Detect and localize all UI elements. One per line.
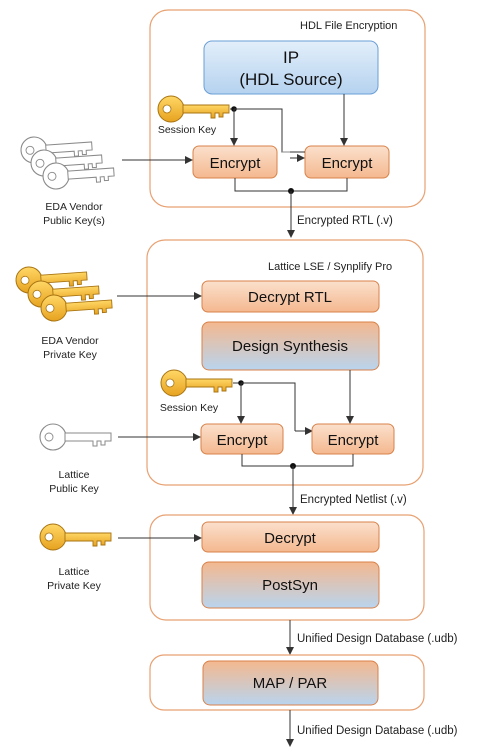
hdl-encryption-title: HDL File Encryption (300, 20, 397, 32)
decrypt-rtl-box (201, 280, 380, 313)
encrypt-label-3: Encrypt (217, 432, 269, 449)
lattice-public-key-icon (39, 423, 112, 451)
map-par-label: MAP / PAR (253, 675, 328, 692)
udb-label-2: Unified Design Database (.udb) (297, 725, 458, 737)
lattice-public-label-2: Public Key (49, 483, 99, 495)
session-key-label-1: Session Key (158, 124, 217, 136)
encrypt-label-4: Encrypt (328, 432, 380, 449)
decrypt-label: Decrypt (264, 530, 317, 547)
encrypt-label-1: Encrypt (210, 155, 262, 172)
udb-label-1: Unified Design Database (.udb) (297, 633, 458, 645)
eda-vendor-public-keys-icon (19, 132, 116, 191)
eda-private-label-1: EDA Vendor (41, 335, 99, 347)
design-synthesis-box (201, 321, 380, 371)
eda-public-label-2: Public Key(s) (43, 215, 105, 227)
eda-private-label-2: Private Key (43, 349, 97, 361)
ip-label: IP (283, 48, 299, 67)
eda-vendor-private-keys-icon (14, 262, 114, 323)
lattice-private-label-2: Private Key (47, 580, 101, 592)
lattice-private-label-1: Lattice (59, 566, 90, 578)
design-synthesis-label: Design Synthesis (232, 338, 348, 355)
lattice-lse-title: Lattice LSE / Synplify Pro (268, 261, 392, 273)
decrypt-box (201, 521, 380, 553)
ip-hdl-source-box (203, 40, 379, 95)
postsyn-box (201, 561, 380, 609)
eda-public-label-1: EDA Vendor (45, 201, 103, 213)
encrypt-label-2: Encrypt (322, 155, 374, 172)
lattice-private-key-icon (39, 523, 112, 551)
encrypted-rtl-label: Encrypted RTL (.v) (297, 215, 393, 227)
lattice-public-label-1: Lattice (59, 469, 90, 481)
decrypt-rtl-label: Decrypt RTL (248, 289, 332, 306)
session-key-label-2: Session Key (160, 402, 219, 414)
postsyn-label: PostSyn (262, 577, 318, 594)
map-par-box (202, 660, 379, 706)
hdl-source-label: (HDL Source) (239, 70, 342, 89)
encrypted-netlist-label: Encrypted Netlist (.v) (300, 494, 407, 506)
